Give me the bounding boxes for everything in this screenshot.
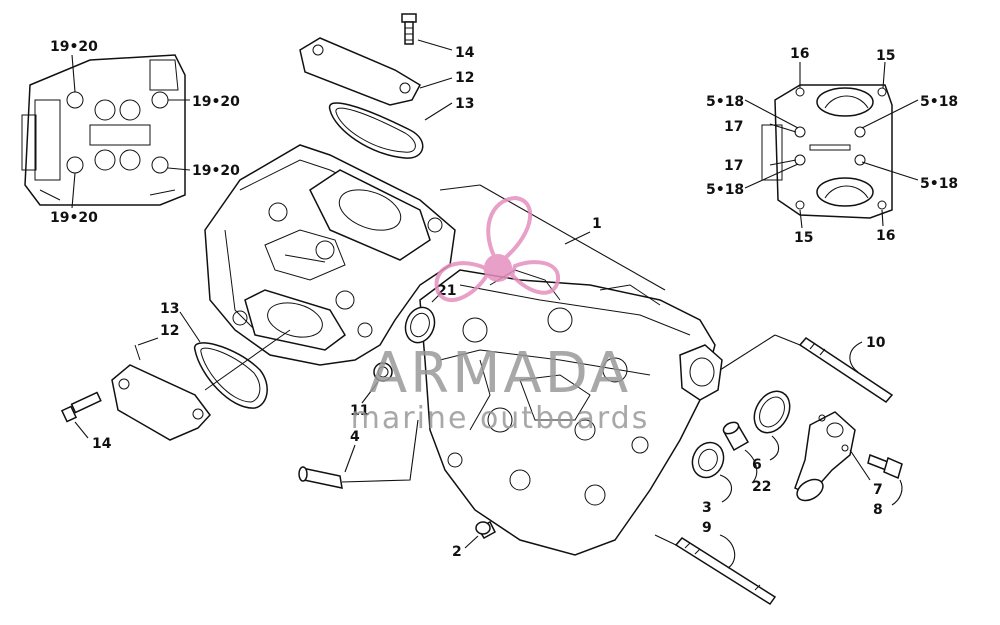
- callout-13-left: 13: [160, 301, 179, 317]
- callout-5-18-right-lower: 5•18: [920, 176, 958, 192]
- callout-2: 2: [452, 544, 462, 560]
- callout-10: 10: [866, 335, 886, 351]
- callout-17-lower: 17: [724, 158, 743, 174]
- callout-22: 22: [752, 479, 771, 495]
- callout-4: 4: [350, 429, 360, 445]
- logo-blade-left: [434, 261, 490, 303]
- bolt-8: [867, 453, 903, 506]
- callout-11: 11: [350, 403, 369, 419]
- callout-14-top: 14: [455, 45, 475, 61]
- watermark-brand: ARMADA: [369, 341, 631, 406]
- top-bolt-14: [401, 13, 453, 51]
- callout-12-left: 12: [160, 323, 179, 339]
- plug-11: [361, 362, 393, 404]
- logo-blade-top: [486, 195, 533, 263]
- callout-15-bottom: 15: [794, 230, 813, 246]
- stud-9: [654, 534, 777, 606]
- callout-8: 8: [873, 502, 883, 518]
- left-inset-head-view: [21, 54, 191, 209]
- armada-watermark: ARMADA marine outboards: [351, 195, 650, 436]
- left-bolt-14: [60, 391, 102, 439]
- callout-19-20-top-right: 19•20: [192, 94, 240, 110]
- callout-14-left: 14: [92, 436, 112, 452]
- collar-22: [722, 421, 758, 484]
- callout-7: 7: [873, 482, 883, 498]
- left-gasket-13: [179, 311, 291, 409]
- top-valve-cover-12: [299, 37, 453, 106]
- logo-blade-right: [509, 260, 561, 295]
- callout-5-18-left-lower: 5•18: [706, 182, 744, 198]
- callout-16-top: 16: [790, 46, 809, 62]
- callout-19-20-top-left: 19•20: [50, 39, 98, 55]
- dowel-4: [298, 419, 419, 489]
- seal-21: [404, 293, 441, 344]
- callout-13-top: 13: [455, 96, 474, 112]
- callout-19-20-bottom-right: 19•20: [192, 163, 240, 179]
- left-valve-cover-12: [111, 337, 211, 441]
- callout-5-18-right-upper: 5•18: [920, 94, 958, 110]
- callout-19-20-bottom-left: 19•20: [50, 210, 98, 226]
- o-ring-6: [753, 390, 791, 461]
- top-gasket-13: [328, 102, 453, 159]
- left-cylinder-head: [204, 144, 456, 366]
- water-outlet-7: [794, 411, 871, 502]
- callout-6: 6: [752, 457, 762, 473]
- callout-15-top: 15: [876, 48, 895, 64]
- armada-propeller-logo: [434, 195, 561, 303]
- seal-3: [691, 441, 733, 503]
- callout-9: 9: [702, 520, 712, 536]
- watermark-tagline: marine outboards: [351, 401, 650, 436]
- callout-12-top: 12: [455, 70, 474, 86]
- logo-hub: [484, 254, 512, 282]
- callout-17-upper: 17: [724, 119, 743, 135]
- dowel-2: [464, 520, 496, 549]
- stud-10: [719, 334, 894, 403]
- callout-3: 3: [702, 500, 712, 516]
- callout-5-18-left-upper: 5•18: [706, 94, 744, 110]
- right-inset-head-view: [744, 61, 919, 229]
- callout-1: 1: [592, 216, 602, 232]
- callout-16-bottom: 16: [876, 228, 895, 244]
